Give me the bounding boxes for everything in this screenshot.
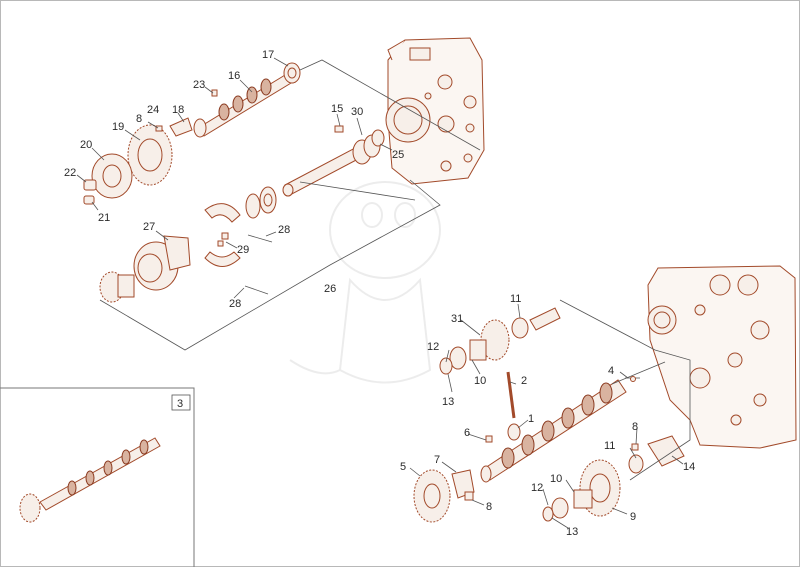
engine-block-upper <box>385 37 485 185</box>
housing-27 <box>133 235 191 291</box>
label-27: 27 <box>143 221 155 233</box>
bearing-17 <box>283 62 301 84</box>
engine-block-lower <box>647 265 797 449</box>
label-21: 21 <box>98 212 110 224</box>
label-24: 24 <box>147 104 159 116</box>
gear-31 <box>439 307 561 375</box>
bearing-parts-middle <box>204 186 277 295</box>
gear-5 <box>413 469 451 523</box>
leader-lines-lower <box>559 299 691 481</box>
bracket-14 <box>628 435 685 474</box>
label-15: 15 <box>331 103 343 115</box>
small-parts-upper <box>83 89 218 205</box>
label-28-upper: 28 <box>278 224 290 236</box>
plate-20 <box>91 153 133 199</box>
label-9: 9 <box>630 511 636 523</box>
label-25: 25 <box>392 149 404 161</box>
lower-camshaft <box>480 379 627 483</box>
middle-shaft <box>282 125 385 197</box>
label-30: 30 <box>351 106 363 118</box>
plate-7 <box>451 469 475 501</box>
label-8-right: 8 <box>632 421 638 433</box>
label-18: 18 <box>172 104 184 116</box>
part-labels: 17 16 23 24 18 8 19 20 22 21 15 30 25 27… <box>64 49 695 538</box>
watermark <box>289 181 441 384</box>
gear-9 <box>542 459 621 522</box>
callout-leaders <box>76 57 684 529</box>
label-7: 7 <box>434 454 440 466</box>
upper-camshaft <box>193 64 300 138</box>
label-3: 3 <box>177 398 183 410</box>
label-6: 6 <box>464 427 470 439</box>
label-20: 20 <box>80 139 92 151</box>
label-8-lower: 8 <box>486 501 492 513</box>
inset-3 <box>0 387 195 567</box>
label-4: 4 <box>608 365 614 377</box>
label-26: 26 <box>324 283 336 295</box>
label-19: 19 <box>112 121 124 133</box>
label-8: 8 <box>136 113 142 125</box>
gear-19 <box>127 124 173 186</box>
label-11-lower: 11 <box>604 440 615 452</box>
label-29: 29 <box>237 244 249 256</box>
label-23: 23 <box>193 79 205 91</box>
label-17: 17 <box>262 49 274 61</box>
label-12-lower: 12 <box>531 482 543 494</box>
gear-26 <box>99 271 135 303</box>
label-28-lower: 28 <box>229 298 241 310</box>
label-5: 5 <box>400 461 406 473</box>
label-13-upper: 13 <box>442 396 454 408</box>
label-22: 22 <box>64 167 76 179</box>
label-16: 16 <box>228 70 240 82</box>
label-2: 2 <box>521 375 527 387</box>
label-12-upper: 12 <box>427 341 439 353</box>
label-13-lower: 13 <box>566 526 578 538</box>
label-31: 31 <box>451 313 463 325</box>
label-10-upper: 10 <box>474 375 486 387</box>
label-14: 14 <box>683 461 695 473</box>
label-1: 1 <box>528 413 534 425</box>
label-10-lower: 10 <box>550 473 562 485</box>
label-11-upper: 11 <box>510 293 521 305</box>
pushrod-2 <box>485 371 521 443</box>
leader-lines-upper <box>99 59 481 351</box>
